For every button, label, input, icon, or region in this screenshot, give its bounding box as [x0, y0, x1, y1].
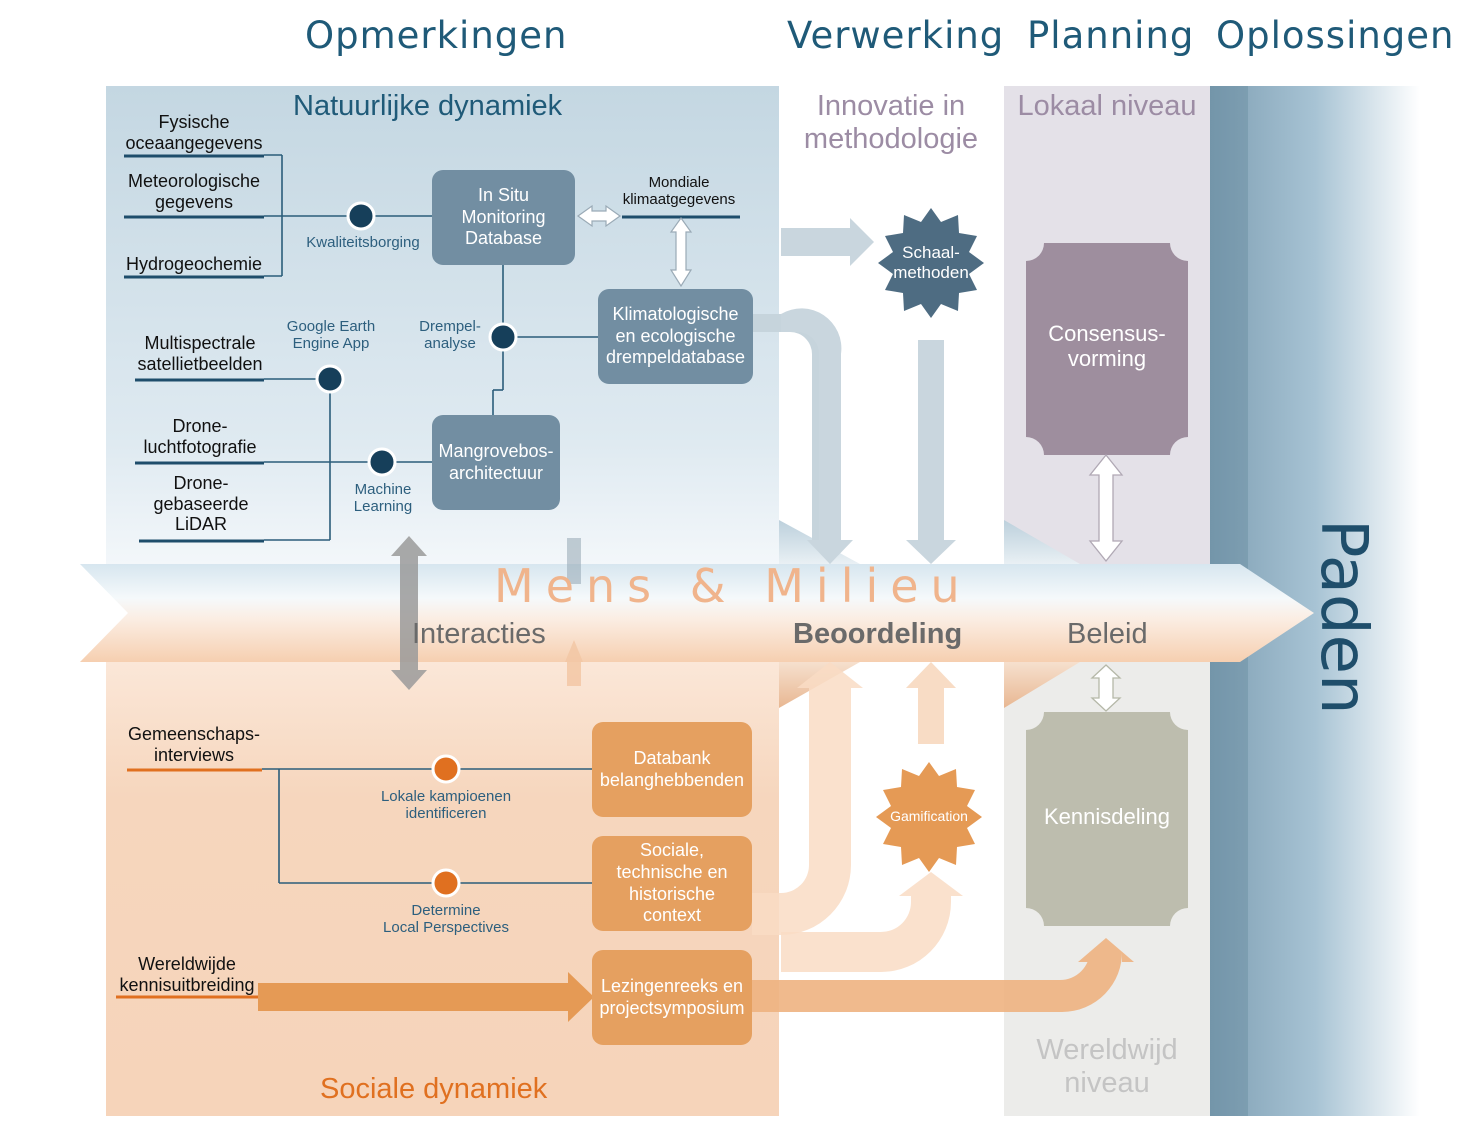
- arrow-to-schaal: [781, 218, 874, 266]
- node-perspectives: [431, 868, 461, 898]
- header-planning: Planning: [1027, 14, 1195, 57]
- source-drone-foto: Drone- luchtfotografie: [143, 416, 257, 457]
- label-wereldwijd: Wereldwijd niveau: [1036, 1034, 1178, 1100]
- label-schaal: Schaal- methoden: [893, 243, 969, 282]
- box-insitu: In Situ Monitoring Database: [432, 170, 575, 265]
- label-interacties: Interacties: [412, 618, 546, 650]
- mens-milieu: Mens & Milieu: [494, 559, 972, 613]
- source-interviews: Gemeenschaps- interviews: [127, 724, 261, 765]
- box-databank: Databank belanghebbenden: [592, 722, 752, 817]
- node-ml: [367, 447, 397, 477]
- natural-title: Natuurlijke dynamiek: [293, 90, 563, 122]
- source-meteo: Meteorologische gegevens: [127, 171, 261, 212]
- arrow-gamification-beoordeling: [906, 662, 956, 744]
- label-kennis: Kennisdeling: [1044, 804, 1170, 829]
- source-kennisuitbreiding: Wereldwijde kennisuitbreiding: [119, 954, 255, 995]
- kennis-plaque: [1026, 712, 1188, 926]
- header-opmerkingen: Opmerkingen: [305, 14, 568, 57]
- header-oplossingen: Oplossingen: [1216, 14, 1455, 57]
- box-lezingen: Lezingenreeks en projectsymposium: [592, 950, 752, 1045]
- main-arrow: [80, 564, 1314, 662]
- node-kampioenen: [431, 754, 461, 784]
- header-verwerking: Verwerking: [787, 14, 1005, 57]
- label-perspectives: Determine Local Perspectives: [383, 902, 509, 937]
- label-paden: Paden: [1305, 519, 1380, 715]
- label-lokaal: Lokaal niveau: [1017, 90, 1197, 122]
- source-lidar: Drone- gebaseerde LiDAR: [153, 473, 249, 535]
- source-satelliet: Multispectrale satellietbeelden: [137, 333, 263, 374]
- consensus-plaque: [1026, 243, 1188, 455]
- node-google: [315, 364, 345, 394]
- label-innovatie: Innovatie in methodologie: [803, 90, 979, 156]
- source-hydro: Hydrogeochemie: [125, 254, 263, 274]
- label-kampioenen: Lokale kampioenen identificeren: [380, 788, 512, 823]
- box-klimat: Klimatologische en ecologische drempelda…: [598, 289, 753, 384]
- arrow-schaal-beoordeling: [906, 340, 956, 564]
- label-google: Google Earth Engine App: [286, 318, 376, 353]
- node-kwaliteit: [346, 201, 376, 231]
- arrow-lezingen-kennis: [752, 938, 1134, 1012]
- arrow-kennisuitbreiding: [258, 972, 594, 1022]
- gamification-starburst: [876, 762, 982, 872]
- label-consensus: Consensus- vorming: [1048, 321, 1166, 372]
- box-mangrove: Mangrovebos- architectuur: [432, 415, 560, 510]
- label-beoordeling: Beoordeling: [793, 618, 963, 650]
- box-sociale: Sociale, technische en historische conte…: [592, 836, 752, 931]
- label-ml: Machine Learning: [353, 481, 413, 516]
- interactie-arrow: [391, 536, 427, 690]
- schaal-starburst: [878, 208, 984, 318]
- label-mondiale: Mondiale klimaatgegevens: [622, 174, 736, 209]
- arrow-sociale-beoordeling: [752, 662, 863, 935]
- label-gamification: Gamification: [890, 808, 968, 824]
- label-kwaliteit: Kwaliteitsborging: [306, 234, 420, 251]
- social-title: Sociale dynamiek: [320, 1073, 548, 1105]
- label-drempel: Drempel- analyse: [419, 318, 481, 353]
- source-oceaan: Fysische oceaangegevens: [125, 112, 263, 153]
- label-beleid: Beleid: [1067, 618, 1148, 650]
- node-drempel: [488, 322, 518, 352]
- arrow-klimat-beoordeling: [781, 308, 853, 564]
